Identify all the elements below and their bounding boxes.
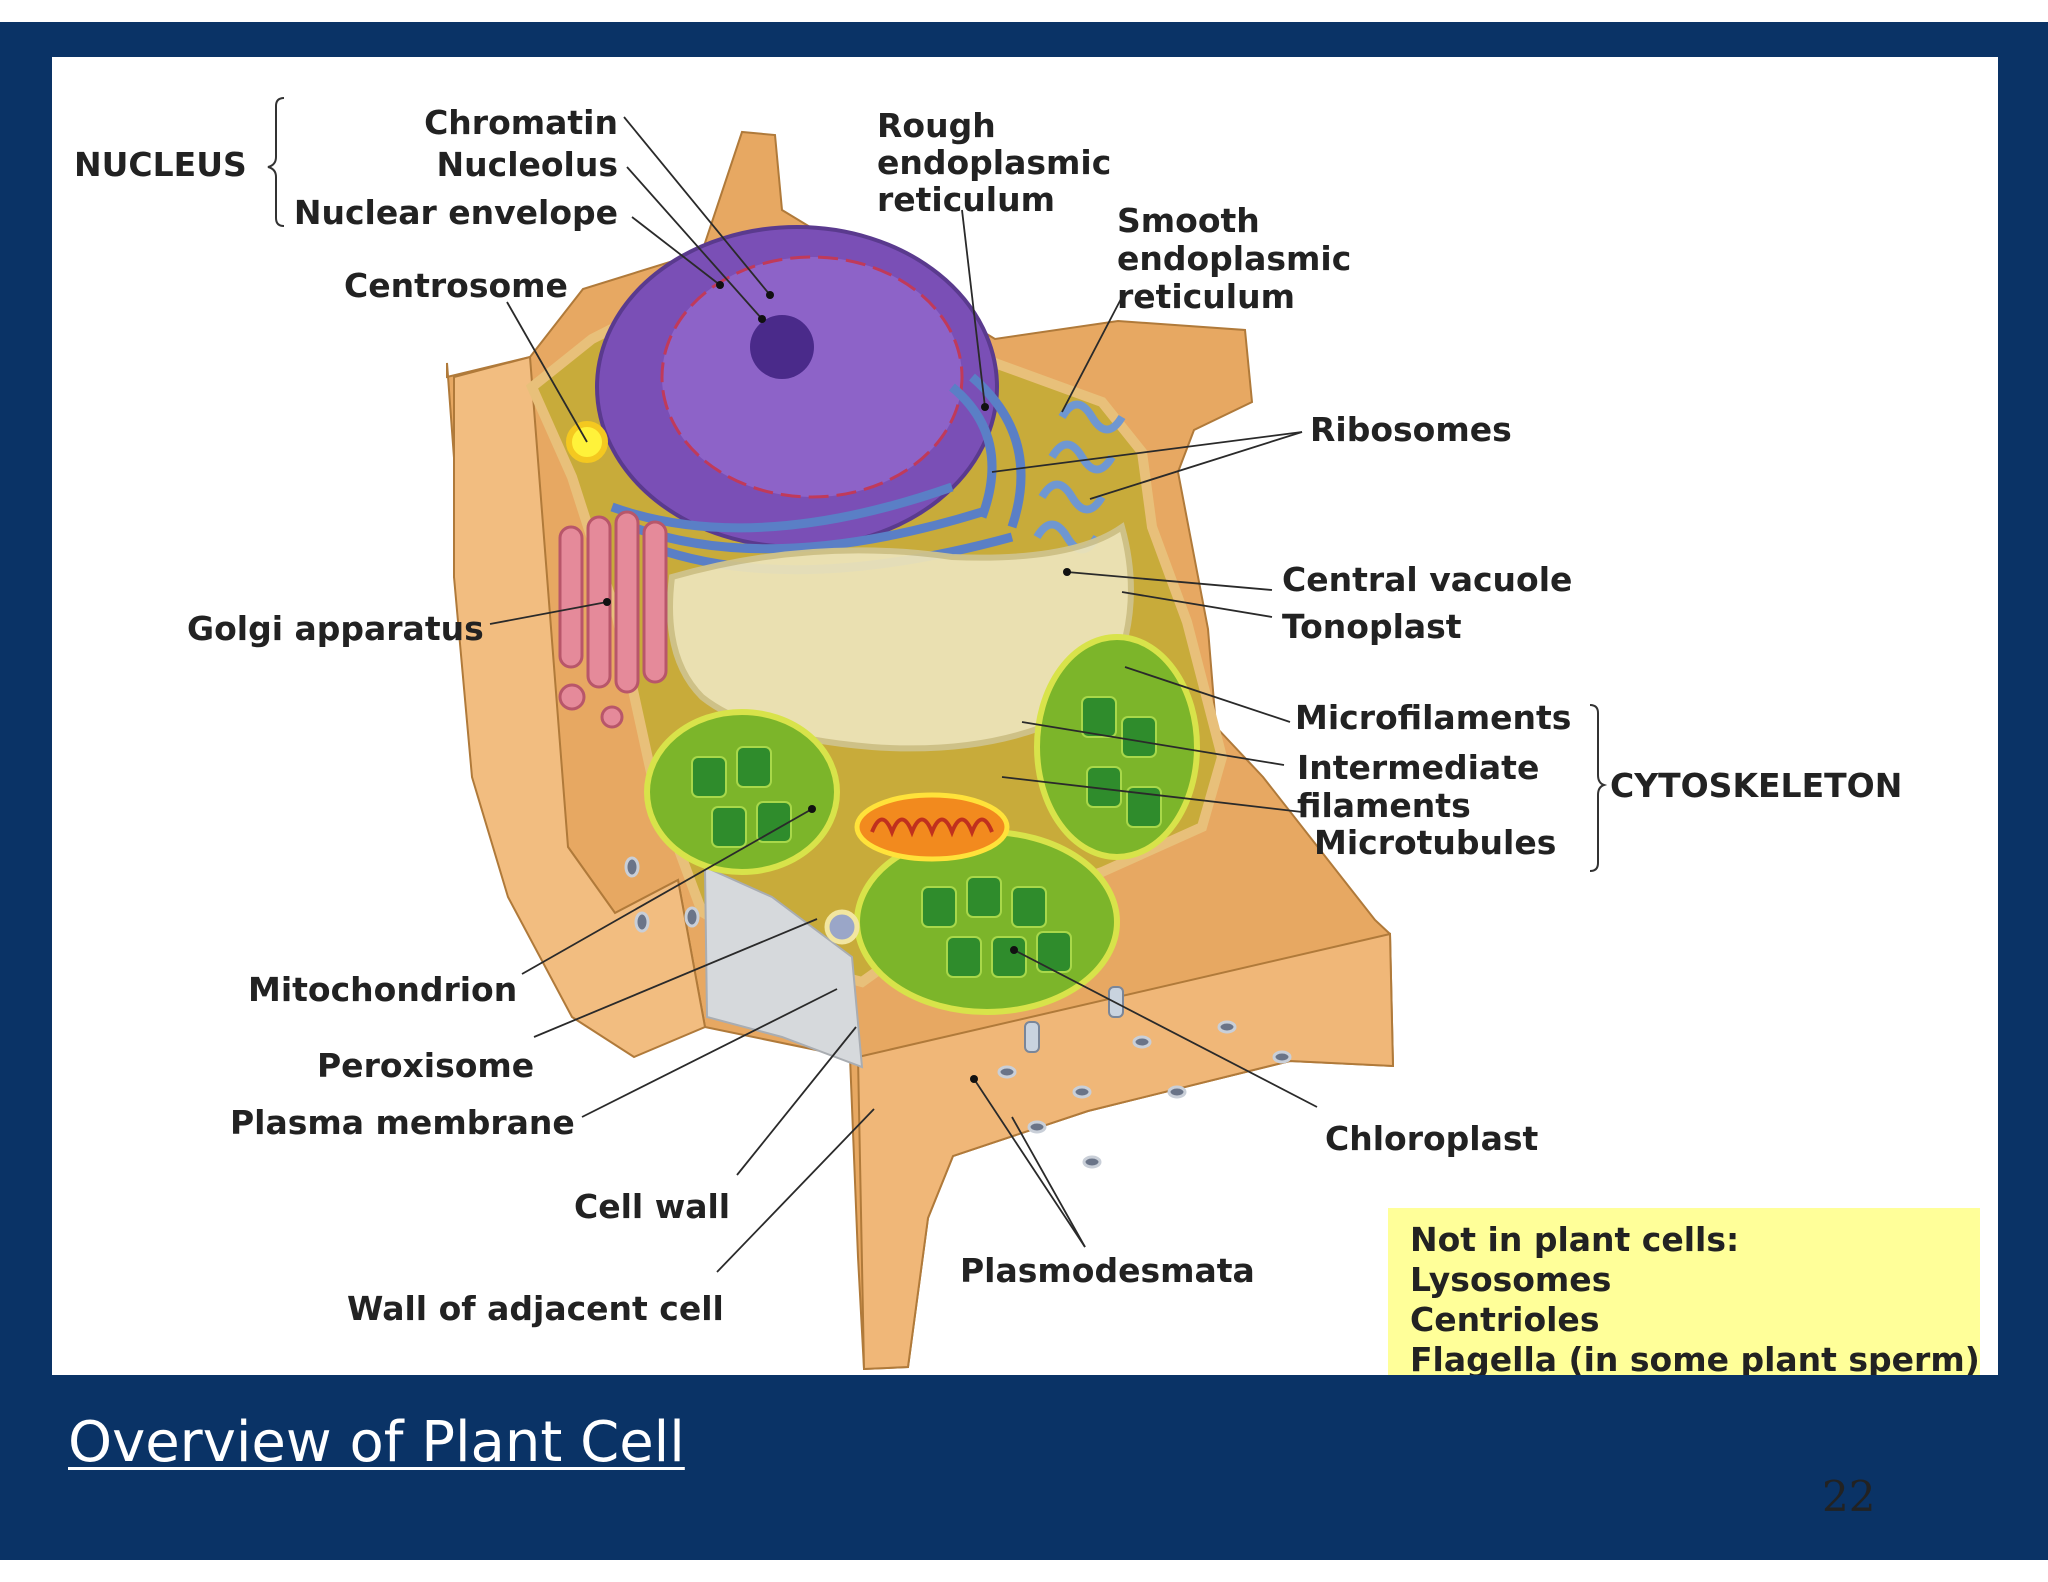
nucleus-inner: [660, 255, 964, 499]
label-nuclear-envelope: Nuclear envelope: [294, 193, 618, 232]
note-line: Flagella (in some plant sperm): [1410, 1340, 1980, 1375]
label-cell-wall: Cell wall: [574, 1187, 730, 1226]
label-chromatin: Chromatin: [424, 103, 618, 142]
slide-title[interactable]: Overview of Plant Cell: [68, 1410, 685, 1475]
thylakoid-stacks: [691, 696, 1162, 978]
nucleus-bracket: [267, 97, 285, 227]
nucleolus-shape: [750, 315, 814, 379]
label-plasma-membrane: Plasma membrane: [230, 1103, 575, 1142]
note-line: Centrioles: [1410, 1300, 1600, 1339]
label-rough-er-2: endoplasmic: [877, 143, 1111, 182]
golgi-shape: [558, 510, 668, 729]
diagram-labels: NUCLEUS Chromatin Nucleolus Nuclear enve…: [74, 103, 1902, 1328]
label-intermediate-filaments-2: filaments: [1297, 786, 1471, 825]
page-number: 22: [1822, 1472, 1876, 1521]
slide-background: NUCLEUS Chromatin Nucleolus Nuclear enve…: [0, 22, 2048, 1560]
not-in-plant-cells-note: Not in plant cells: Lysosomes Centrioles…: [1388, 1208, 1980, 1375]
mitochondrion-cristae: [870, 817, 994, 838]
smooth-er-shape: [1033, 400, 1126, 554]
label-cytoskeleton: CYTOSKELETON: [1610, 766, 1902, 805]
label-smooth-er-1: Smooth: [1117, 201, 1260, 240]
label-mitochondrion: Mitochondrion: [248, 970, 517, 1009]
cutaway-region: [703, 865, 864, 1069]
note-line: Not in plant cells:: [1410, 1220, 1740, 1259]
label-nucleus: NUCLEUS: [74, 145, 247, 184]
peroxisome-shape: [824, 909, 860, 945]
cell-illustration: [446, 130, 1395, 1371]
label-microtubules: Microtubules: [1314, 823, 1556, 862]
label-rough-er-3: reticulum: [877, 180, 1055, 219]
label-rough-er-1: Rough: [877, 106, 996, 145]
label-smooth-er-2: endoplasmic: [1117, 239, 1351, 278]
label-plasmodesmata: Plasmodesmata: [960, 1251, 1255, 1290]
label-golgi: Golgi apparatus: [187, 609, 484, 648]
label-intermediate-filaments-1: Intermediate: [1297, 748, 1539, 787]
label-tonoplast: Tonoplast: [1282, 607, 1462, 646]
plasmodesmata-pores: [624, 856, 1292, 1169]
label-central-vacuole: Central vacuole: [1282, 560, 1572, 599]
label-smooth-er-3: reticulum: [1117, 277, 1295, 316]
cytoskeleton-bracket: [1589, 704, 1608, 872]
plant-cell-diagram: NUCLEUS Chromatin Nucleolus Nuclear enve…: [74, 97, 1902, 1371]
label-centrosome: Centrosome: [344, 266, 568, 305]
label-wall-adjacent: Wall of adjacent cell: [347, 1289, 724, 1328]
label-peroxisome: Peroxisome: [317, 1046, 534, 1085]
cell-wall-left-face: [453, 355, 707, 1059]
note-line: Lysosomes: [1410, 1260, 1612, 1299]
mitochondrion-shape: [854, 792, 1010, 862]
leader-lines: [489, 116, 1318, 1273]
plant-cell-figure: NUCLEUS Chromatin Nucleolus Nuclear enve…: [52, 57, 1998, 1375]
label-ribosomes: Ribosomes: [1310, 410, 1512, 449]
label-chloroplast: Chloroplast: [1325, 1119, 1538, 1158]
label-microfilaments: Microfilaments: [1295, 698, 1571, 737]
label-nucleolus: Nucleolus: [437, 145, 618, 184]
